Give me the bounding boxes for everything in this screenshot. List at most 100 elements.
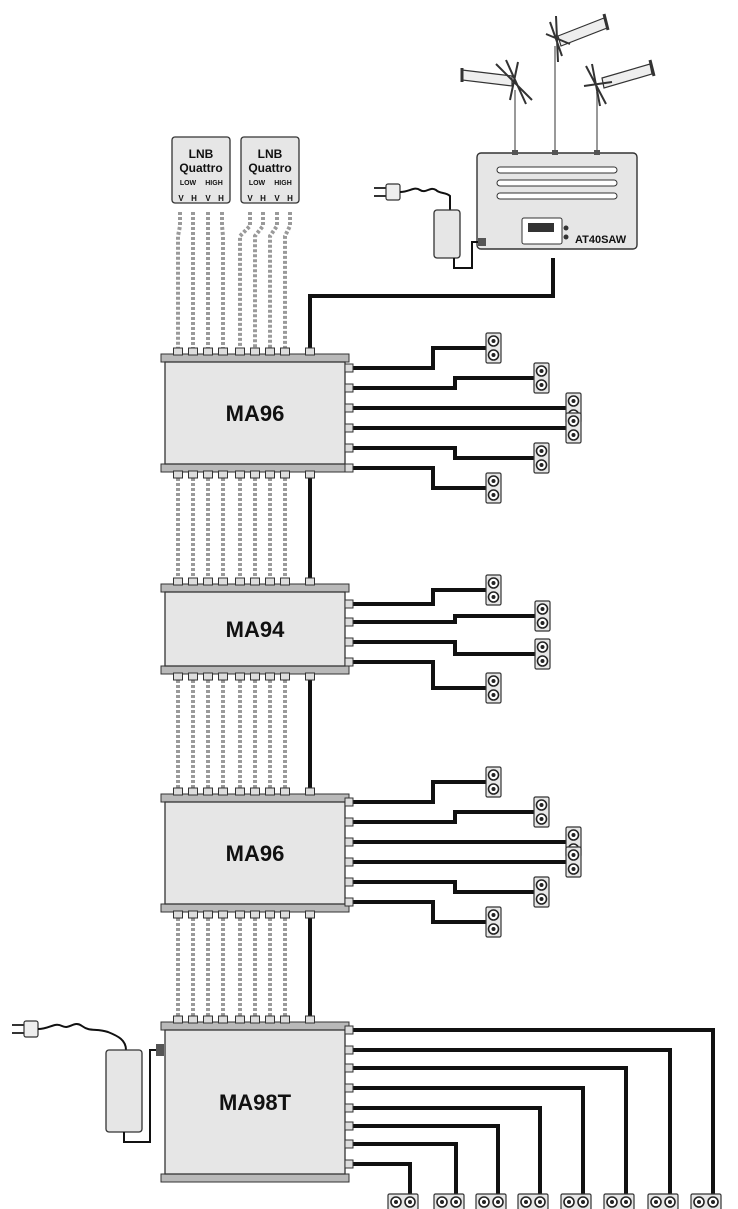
power-adapter-top-icon [374, 183, 486, 269]
input-connector [265, 1015, 275, 1024]
lnb-feed-dashed-cable [283, 212, 292, 348]
input-connector [280, 787, 290, 796]
through-connector [218, 910, 228, 919]
through-connector [250, 470, 260, 479]
outlet-socket-pin [482, 1200, 486, 1204]
multiswitch-box: MA96 [160, 347, 354, 479]
output-connector [344, 637, 354, 647]
outlet-socket-pin [491, 773, 496, 777]
lnb-2-high-label: HIGH [274, 180, 292, 187]
wall-outlet-icon [485, 332, 502, 364]
input-connector [305, 577, 315, 586]
outlet-socket-pin [571, 867, 576, 871]
outlet-socket-pin [491, 787, 496, 791]
outlet-socket-pin [491, 353, 496, 357]
through-connector [280, 672, 290, 681]
output-connector [344, 817, 354, 827]
output-cable [353, 614, 535, 624]
outlet-socket-pin [524, 1200, 528, 1204]
wall-outlet-icon [533, 442, 550, 474]
through-connector [250, 672, 260, 681]
lnb-1-pol-3: V [205, 194, 211, 203]
output-connector [344, 423, 354, 433]
multiswitch-label: MA94 [226, 617, 285, 642]
input-connector [173, 347, 183, 356]
through-connector [265, 672, 275, 681]
outlet-socket-pin [540, 607, 545, 611]
through-connector [203, 672, 213, 681]
input-connector [173, 787, 183, 796]
input-connector [203, 347, 213, 356]
wall-outlet-icon [517, 1193, 549, 1209]
outlet-socket-pin [496, 1200, 500, 1204]
outlet-socket-pin [540, 645, 545, 649]
antenna-right-icon [583, 59, 656, 152]
through-connector [173, 672, 183, 681]
outlet-socket-pin [571, 419, 576, 423]
outlet-socket-pin [571, 399, 576, 403]
through-connector [280, 470, 290, 479]
lnb-1-pol-4: H [218, 194, 224, 203]
output-connector [344, 1103, 354, 1113]
outlet-socket-pin [491, 595, 496, 599]
input-connector [250, 1015, 260, 1024]
through-connector [280, 910, 290, 919]
output-connector [344, 383, 354, 393]
outlet-socket-pin [539, 803, 544, 807]
input-connector [218, 787, 228, 796]
output-cable [353, 780, 486, 804]
wall-outlet-icon [565, 412, 582, 444]
output-cable [353, 376, 534, 390]
output-connector [344, 363, 354, 373]
input-connector [235, 347, 245, 356]
input-connector [188, 347, 198, 356]
lnb-feed-dashed-cable [253, 212, 265, 348]
output-cable [353, 880, 534, 894]
lnb-feed-dashed-cable [176, 212, 182, 348]
outlet-socket-pin [394, 1200, 398, 1204]
lnb-1-high-label: HIGH [205, 180, 223, 187]
input-connector [218, 577, 228, 586]
box-body [164, 1029, 346, 1175]
outlet-socket-pin [454, 1200, 458, 1204]
through-connector [305, 910, 315, 919]
wall-outlet-icon [690, 1193, 722, 1209]
output-connector [344, 599, 354, 609]
wall-outlet-icon [533, 796, 550, 828]
outlet-socket-pin [491, 927, 496, 931]
input-connector [235, 787, 245, 796]
output-cable [353, 1066, 628, 1194]
output-cable [353, 660, 486, 690]
through-connector [203, 470, 213, 479]
output-connector [344, 797, 354, 807]
outlet-socket-pin [711, 1200, 715, 1204]
wall-outlet-icon [485, 472, 502, 504]
power-adapter-bottom-icon [12, 1020, 164, 1143]
input-connector [188, 1015, 198, 1024]
output-cable [353, 466, 486, 490]
wall-outlet-icon [565, 846, 582, 878]
through-connector [305, 470, 315, 479]
output-connector [344, 463, 354, 473]
output-connector [344, 443, 354, 453]
lnb-1-pol-2: H [191, 194, 197, 203]
input-connector [235, 577, 245, 586]
input-connector [250, 577, 260, 586]
outlet-socket-pin [581, 1200, 585, 1204]
outlet-socket-pin [491, 493, 496, 497]
output-connector [344, 617, 354, 627]
multiswitch-box: MA96 [160, 787, 354, 919]
wall-outlet-icon [433, 1193, 465, 1209]
output-connector [344, 1121, 354, 1131]
antenna-left-icon [460, 59, 533, 152]
antenna-center-icon [545, 13, 610, 152]
through-connector [265, 470, 275, 479]
lnb-feed-dashed-cable [220, 212, 225, 348]
output-connector [344, 1063, 354, 1073]
lnb-1-subtitle: Quattro [179, 161, 222, 175]
input-connector [280, 347, 290, 356]
lnb-2-pol-3: V [274, 194, 280, 203]
input-connector [173, 1015, 183, 1024]
amplifier-at40saw: AT40SAW [476, 150, 638, 250]
output-cable [353, 446, 534, 460]
